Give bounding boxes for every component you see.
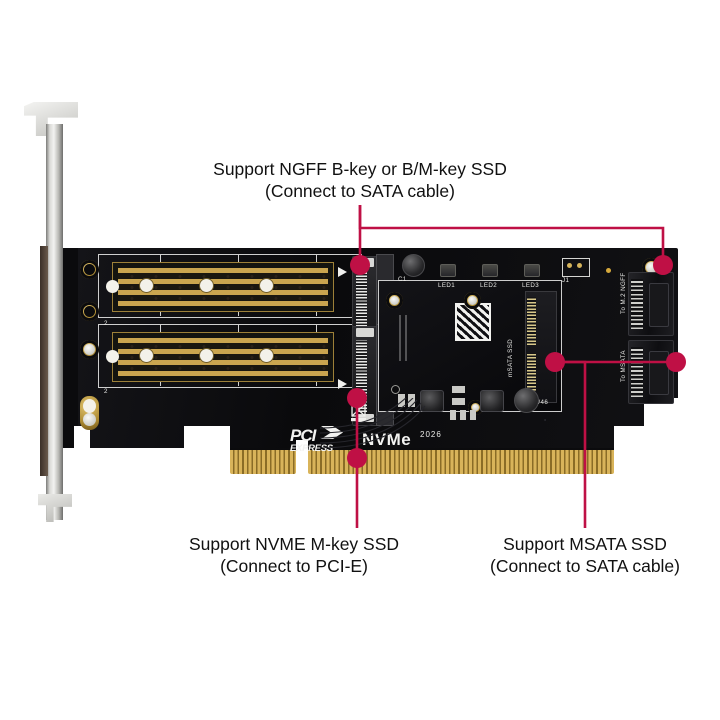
via-pad [606,268,611,273]
inductor-1 [420,390,444,412]
insert-arrow-lower-icon [338,379,347,389]
mount-screw-3 [80,340,99,359]
electrolytic-capacitor [402,254,425,277]
smd-resistor-3 [452,386,465,393]
callout-ngff-line1: Support NGFF B-key or B/M-key SSD [213,159,507,179]
msata-trace-2 [405,315,407,361]
silk-mark-b: 2 [104,388,108,395]
pad-hole-l2 [200,349,213,362]
express-logo-text: EXPRESS [290,443,333,454]
silk-led1: LED1 [438,282,456,289]
pcb-notch-3 [614,426,644,472]
power-header-2pin[interactable] [562,258,590,277]
adapter-card: mSATA SSD M2/46 C1 LED1 LED2 LED3 J1 [62,248,678,474]
mount-hole-2 [80,302,99,321]
pcb-notch-4 [644,398,678,472]
callout-msata-line2: (Connect to SATA cable) [490,556,680,576]
msata-pins-a [527,297,536,345]
insert-arrow-upper-icon [338,267,347,277]
callout-line-ngff-right [358,205,665,262]
bracket-stem [46,124,63,520]
smd-resistor-6 [460,410,466,420]
pci-logo-text: PCI [290,426,316,445]
callout-dot-msata-sata [666,352,686,372]
silk-c1: C1 [398,276,407,283]
msata-chip-artwork [455,303,491,341]
pad-hole-l3 [260,349,273,362]
silk-j1: J1 [562,277,570,284]
silk-2026: 2026 [420,430,442,439]
callout-nvme-line2: (Connect to PCI-E) [220,556,368,576]
callout-dot-nvme-fingers [347,448,367,468]
mount-hole-1 [80,260,99,279]
pad-hole-left-l [106,350,119,363]
msata-standoff-hole [391,385,400,394]
pcb-notch-left [74,426,90,472]
callout-line-msata-vert [555,360,587,528]
pcb-notch-1 [184,426,230,472]
smd-resistor-4 [452,398,465,405]
status-led-1 [440,264,456,277]
status-led-2 [482,264,498,277]
pcb-left-tab [62,248,78,448]
callout-ngff-line2: (Connect to SATA cable) [265,181,455,201]
pcie-gold-fingers-x1 [230,448,296,474]
smd-capacitor-2 [514,388,539,413]
smd-resistor-7 [470,410,476,420]
m2-clip-lower-top [356,328,374,337]
pad-hole-u2 [200,279,213,292]
standoff-screw-2 [464,292,481,309]
silk-mark-a: 2 [104,320,108,327]
silk-led3: LED3 [522,282,540,289]
callout-msata-line1: Support MSATA SSD [503,534,667,554]
smd-resistor-1 [398,394,405,407]
m2-pins-lower [356,340,367,412]
m2-pins-upper [356,270,367,342]
callout-msata: Support MSATA SSD (Connect to SATA cable… [490,533,680,577]
callout-ngff: Support NGFF B-key or B/M-key SSD (Conne… [213,158,507,202]
smd-resistor-2 [408,394,415,407]
sata-port-upper[interactable] [628,272,674,336]
pad-hole-u1 [140,279,153,292]
callout-dot-ngff-sata [653,255,673,275]
mount-slot-screw [80,396,99,430]
callout-nvme: Support NVME M-key SSD (Connect to PCI-E… [189,533,399,577]
smd-resistor-5 [450,410,456,420]
msata-trace-1 [399,315,401,361]
sata-port-lower[interactable] [628,340,674,404]
inductor-2 [480,390,504,412]
pad-hole-left-u [106,280,119,293]
thermal-pad-lower [112,332,334,382]
pcie-low-profile-bracket [22,96,78,522]
silk-led2: LED2 [480,282,498,289]
bracket-shadow-edge [40,246,48,476]
callout-dot-ngff-upper-m2 [350,255,370,275]
pcb-notch-2 [296,440,308,472]
callout-dot-msata-module [545,352,565,372]
callout-nvme-line1: Support NVME M-key SSD [188,534,400,554]
pad-hole-l1 [140,349,153,362]
pcb-trace-fan [320,398,426,448]
msata-pins-b [527,353,536,397]
callout-dot-nvme-m2 [347,388,367,408]
pad-hole-u3 [260,279,273,292]
status-led-3 [524,264,540,277]
standoff-screw-1 [386,292,403,309]
